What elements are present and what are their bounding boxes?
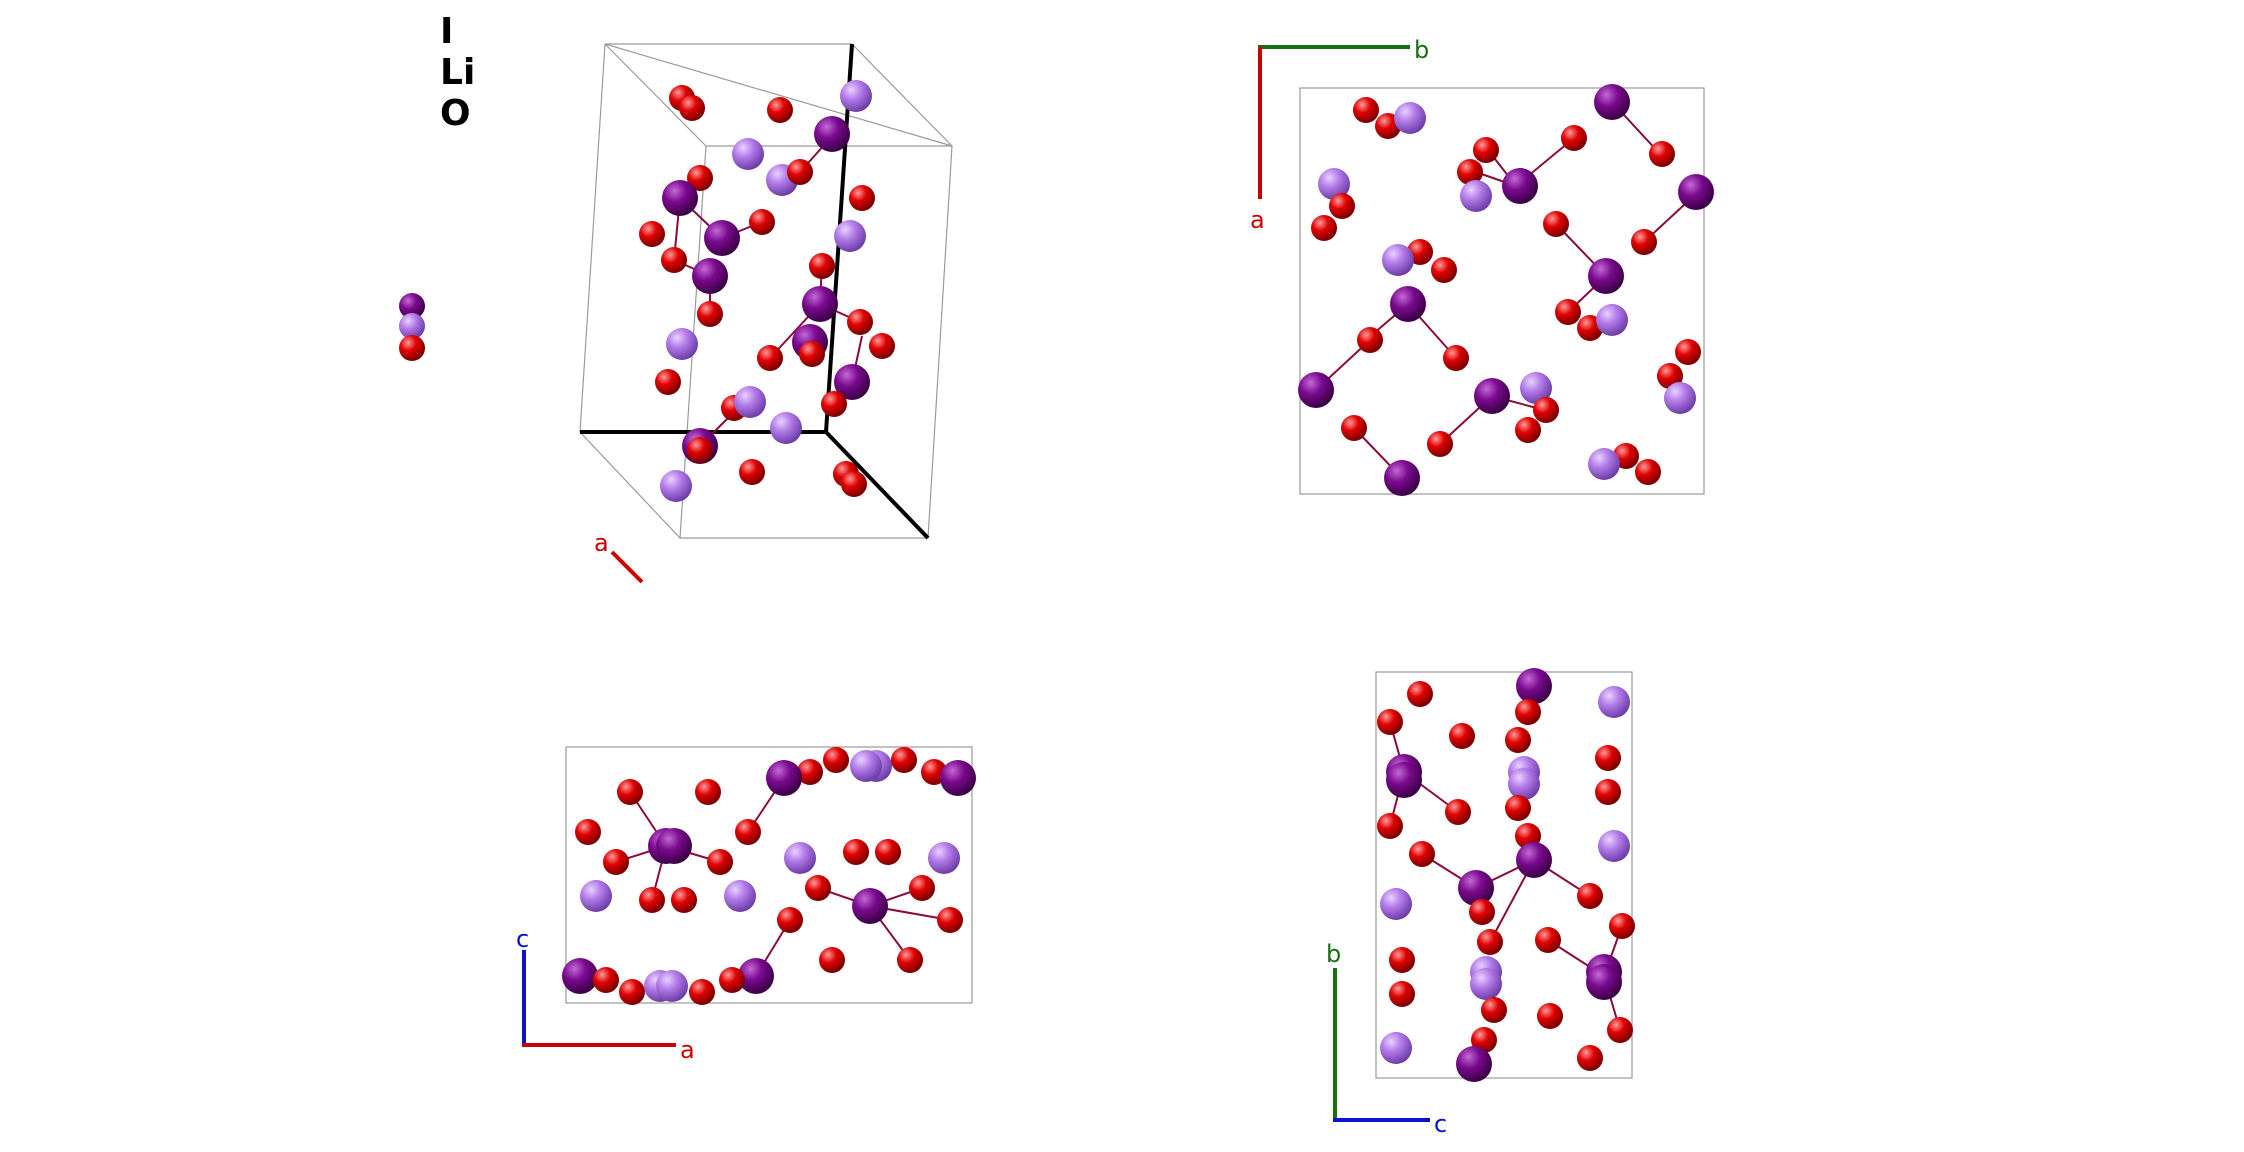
- view-top-right: b a: [1250, 36, 1714, 496]
- legend-oxygen-label: O: [440, 93, 471, 134]
- legend-iodine-label: I: [440, 11, 454, 52]
- cell-axis-c-line: [824, 430, 930, 540]
- axis-b-label: b: [1414, 36, 1429, 64]
- axis-a-label: a: [594, 529, 609, 557]
- view-bottom-left: c a: [516, 746, 976, 1064]
- unit-cell-edge: [604, 43, 707, 147]
- legend-lithium-label: Li: [440, 52, 476, 93]
- atoms-top-right: [1298, 84, 1714, 496]
- atoms-bottom-right: [1377, 668, 1635, 1082]
- axis-a-arrow: [610, 550, 644, 584]
- bonds-top-right: [1315, 101, 1699, 479]
- view-perspective: a: [579, 43, 953, 584]
- unit-cell-edges: [579, 43, 953, 539]
- atoms-bottom-left: [562, 747, 976, 1005]
- axis-c-label: c: [1434, 1110, 1447, 1138]
- axis-a-label: a: [680, 1036, 695, 1064]
- atoms-perspective: [639, 80, 895, 502]
- view-bottom-right: b c: [1326, 668, 1635, 1138]
- unit-cell-box: [565, 746, 973, 1004]
- unit-cell-edge: [851, 43, 953, 147]
- edge-atoms: [399, 293, 425, 361]
- unit-cell-box: [1375, 671, 1633, 1079]
- axis-b-label: b: [1326, 940, 1341, 968]
- axis-a-label: a: [1250, 206, 1265, 234]
- unit-cell-box: [1299, 87, 1705, 495]
- bonds-bottom-left: [579, 777, 951, 981]
- axis-c-label: c: [516, 925, 529, 953]
